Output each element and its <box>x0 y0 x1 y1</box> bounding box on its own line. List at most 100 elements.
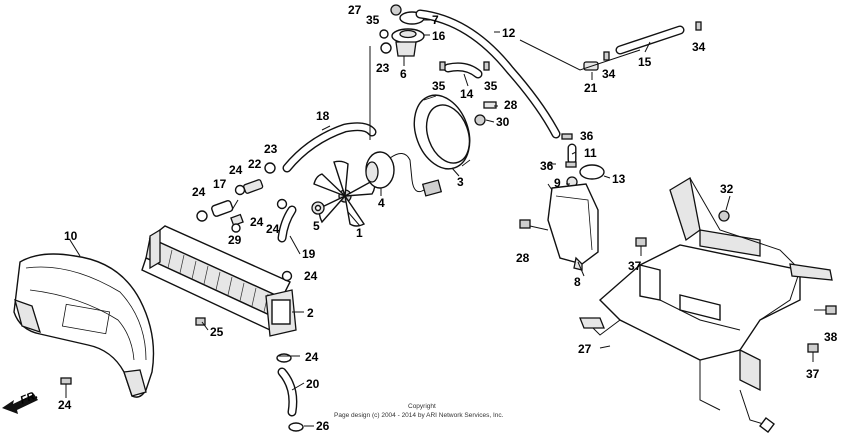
sensor-part-25[interactable] <box>230 213 244 227</box>
callout-32[interactable]: 25 <box>210 325 224 339</box>
callout-19[interactable]: 19 <box>302 247 316 261</box>
callout-21[interactable]: 21 <box>584 81 598 95</box>
fan-motor-part-4[interactable] <box>365 151 443 197</box>
bolt-part-38[interactable] <box>814 305 837 315</box>
fan-part-1[interactable] <box>313 160 376 227</box>
washer-part-29[interactable] <box>231 223 241 233</box>
bolt-part-37b[interactable] <box>807 343 819 362</box>
callout-31[interactable]: 24 <box>58 398 72 412</box>
radiator-shroud-part-10[interactable] <box>13 253 155 398</box>
fitting-part-17[interactable] <box>211 200 234 217</box>
callout-26[interactable]: 27 <box>578 342 592 356</box>
callout-10[interactable]: 10 <box>64 229 78 243</box>
bolt-part-37a[interactable] <box>635 237 647 256</box>
frame-part-26[interactable] <box>579 176 833 433</box>
callout-9[interactable]: 9 <box>554 176 561 190</box>
callout-36b[interactable]: 36 <box>540 159 554 173</box>
callout-34b[interactable]: 34 <box>692 40 706 54</box>
clamp-part-35a[interactable] <box>379 29 389 39</box>
sensor-part-27a[interactable] <box>390 4 402 16</box>
callout-30[interactable]: 30 <box>496 115 510 129</box>
cap-part-30[interactable] <box>474 114 486 126</box>
tube-part-15[interactable] <box>615 25 685 55</box>
callout-34a[interactable]: 34 <box>602 67 616 81</box>
callout-24d[interactable]: 24 <box>304 269 318 283</box>
radiator-core-part-2[interactable] <box>141 225 297 337</box>
sensor-part-27b[interactable] <box>519 219 549 231</box>
callout-33[interactable]: 32 <box>720 182 734 196</box>
tube-part-14[interactable] <box>443 62 483 79</box>
callout-4[interactable]: 4 <box>378 196 385 210</box>
fitting-part-22[interactable] <box>243 179 264 194</box>
clamp-part-24e[interactable] <box>276 353 292 363</box>
clip-part-34b[interactable] <box>695 21 702 31</box>
clamp-part-24f[interactable] <box>288 422 304 432</box>
nut-part-5[interactable] <box>311 201 325 215</box>
callout-23b[interactable]: 23 <box>376 61 390 75</box>
callout-6[interactable]: 6 <box>400 67 407 81</box>
callout-12[interactable]: 12 <box>502 26 516 40</box>
callout-8[interactable]: 8 <box>574 275 581 289</box>
callout-labels: 10 24 25 2 24 20 26 24 19 24 24 29 24 17… <box>58 3 838 433</box>
clamp-part-24d[interactable] <box>281 270 293 282</box>
copyright-title: Copyright <box>408 403 436 410</box>
callout-36a[interactable]: 36 <box>580 129 594 143</box>
callout-25[interactable]: 24 <box>250 215 264 229</box>
callout-15[interactable]: 15 <box>638 55 652 69</box>
callout-20[interactable]: 20 <box>306 377 320 391</box>
lower-hose-part-20[interactable] <box>277 367 298 417</box>
callout-18[interactable]: 18 <box>316 109 330 123</box>
callout-24a[interactable]: 24 <box>192 185 206 199</box>
callout-7[interactable]: 7 <box>432 13 439 27</box>
clamp-part-23b[interactable] <box>380 42 392 54</box>
clip-part-34a[interactable] <box>603 51 610 61</box>
callout-28[interactable]: 28 <box>504 98 518 112</box>
callout-17[interactable]: 17 <box>213 177 227 191</box>
callout-2[interactable]: 2 <box>307 306 314 320</box>
upper-hose-part-18[interactable] <box>282 122 377 173</box>
hose-part-19[interactable] <box>277 205 297 243</box>
callout-14[interactable]: 14 <box>460 87 474 101</box>
callout-11[interactable]: 11 <box>584 146 597 160</box>
clip-part-36b[interactable] <box>565 161 577 168</box>
callout-5[interactable]: 5 <box>313 219 320 233</box>
clip-part-36a[interactable] <box>561 133 573 140</box>
callout-23a[interactable]: 23 <box>264 142 278 156</box>
clamp-part-24a[interactable] <box>196 210 208 222</box>
callout-27b[interactable]: 28 <box>516 251 530 265</box>
callout-27a[interactable]: 27 <box>348 3 362 17</box>
filler-neck-part-16[interactable] <box>391 28 425 44</box>
callout-35a[interactable]: 35 <box>366 13 380 27</box>
callout-37b[interactable]: 37 <box>806 367 820 381</box>
front-direction-arrow-icon <box>2 394 38 414</box>
fitting-part-28[interactable] <box>483 101 497 109</box>
callout-35b[interactable]: 35 <box>432 79 446 93</box>
reserve-tank-part-8[interactable] <box>547 183 599 271</box>
bracket-part-6[interactable] <box>395 41 417 57</box>
callout-24b[interactable]: 24 <box>229 163 243 177</box>
callout-38[interactable]: 38 <box>824 330 838 344</box>
callout-22[interactable]: 22 <box>248 157 262 171</box>
clamp-part-24c[interactable] <box>276 198 288 210</box>
clamp-part-35b[interactable] <box>439 61 446 71</box>
callout-13[interactable]: 13 <box>612 172 626 186</box>
bolt-part-33[interactable] <box>718 210 730 222</box>
bolt-part-32[interactable] <box>195 317 206 326</box>
callout-37a[interactable]: 37 <box>628 259 642 273</box>
callout-24e[interactable]: 24 <box>305 350 319 364</box>
clamp-part-24b[interactable] <box>234 184 246 196</box>
callout-1[interactable]: 1 <box>356 226 363 240</box>
clamp-part-23a[interactable] <box>264 162 276 174</box>
fan-shroud-part-3[interactable] <box>405 87 480 176</box>
callout-35c[interactable]: 35 <box>484 79 498 93</box>
callout-24f[interactable]: 26 <box>316 419 330 433</box>
callout-24c[interactable]: 24 <box>266 222 280 236</box>
callout-29[interactable]: 29 <box>228 233 242 247</box>
overflow-tube-part-12[interactable] <box>415 9 561 139</box>
callout-3[interactable]: 3 <box>457 175 464 189</box>
callout-16[interactable]: 16 <box>432 29 446 43</box>
clamp-part-35c[interactable] <box>483 61 490 71</box>
bolt-part-31[interactable] <box>60 377 72 396</box>
reservoir-cap-part-13[interactable] <box>579 164 605 180</box>
